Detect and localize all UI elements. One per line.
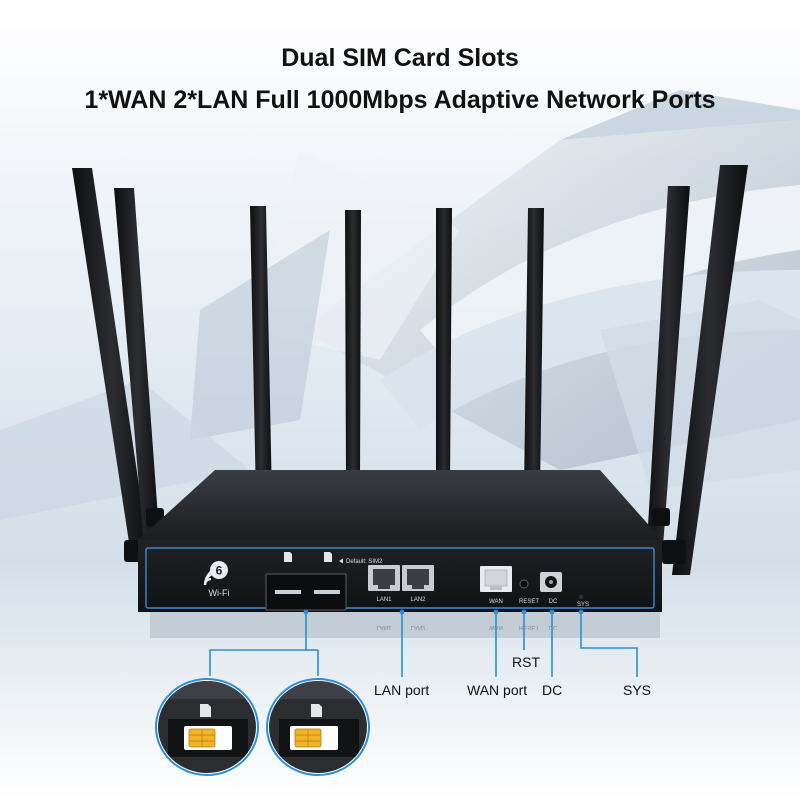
svg-text:LAN2: LAN2 [410,624,426,630]
callout-lines [209,612,638,677]
svg-text:DC: DC [549,624,558,630]
svg-text:6: 6 [216,564,223,578]
front-panel-edge [145,547,655,609]
svg-text:RESET: RESET [519,624,539,630]
svg-text:Default: SIM2: Default: SIM2 [346,559,383,565]
lan-port-2 [402,565,434,591]
svg-text:DC: DC [549,599,558,605]
reset-button [519,579,529,589]
callout-sys: SYS [623,682,652,698]
arrow-left-icon [339,558,343,564]
sim-slot-1 [275,590,301,594]
callout-dc: DC [542,682,563,698]
callout-line-sys [580,612,638,677]
sim-zoom-inset-1 [155,678,259,776]
lan-port-1 [368,565,400,591]
svg-text:Wi-Fi: Wi-Fi [209,588,230,598]
headline-line-1: Dual SIM Card Slots [281,44,519,72]
wan-port [480,566,512,592]
callout-dots [303,609,584,615]
svg-text:LAN1: LAN1 [376,624,392,630]
callout-lan-port: LAN port [374,682,430,698]
svg-text:RESET: RESET [519,599,539,605]
sim-card-icon [284,552,332,562]
callout-rst: RST [512,654,540,670]
svg-text:WAN: WAN [489,599,503,605]
headline-line-2: 1*WAN 2*LAN Full 1000Mbps Adaptive Netwo… [84,86,716,114]
callout-wan-port: WAN port [467,682,528,698]
sim-slot-2 [314,590,340,594]
sim-zoom-inset-2 [266,678,370,776]
callout-line-sim [209,612,307,676]
svg-text:LAN2: LAN2 [410,597,426,603]
sys-led [578,594,584,600]
svg-text:LAN1: LAN1 [376,597,392,603]
antennas [72,165,748,575]
dc-jack [540,572,562,592]
svg-text:SYS: SYS [577,602,589,608]
sim-slot-tray [265,573,347,611]
wifi6-logo: 6 Wi-Fi [203,561,230,598]
reflection [150,612,660,638]
